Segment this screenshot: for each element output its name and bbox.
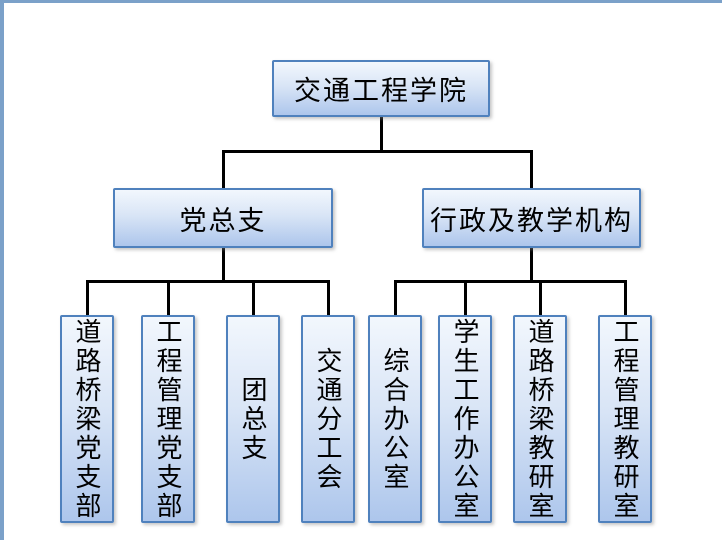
org-node-leaf-label: 工程管理党支部 — [153, 317, 183, 521]
org-node-leaf-youth-league: 团总支 — [226, 315, 280, 523]
connector-leaf4-drop — [393, 280, 397, 315]
org-node-branch-party-label: 党总支 — [179, 205, 267, 236]
org-node-branch-admin-label: 行政及教学机构 — [430, 205, 633, 236]
org-node-branch-admin: 行政及教学机构 — [422, 188, 641, 248]
connector-branch0-drop — [221, 150, 225, 188]
connector-leaf1-drop — [166, 280, 170, 315]
connector-leaf5-drop — [463, 280, 467, 315]
slide-border-top — [0, 0, 722, 3]
org-node-leaf-eng-mgmt-party: 工程管理党支部 — [141, 315, 195, 523]
org-node-leaf-student-affairs-office: 学生工作办公室 — [438, 315, 492, 523]
org-node-leaf-eng-mgmt-teaching: 工程管理教研室 — [598, 315, 652, 523]
org-node-root: 交通工程学院 — [272, 60, 490, 117]
org-node-leaf-traffic-union: 交通分工会 — [301, 315, 355, 523]
org-node-leaf-label: 学生工作办公室 — [450, 317, 480, 521]
org-node-leaf-label: 团总支 — [238, 375, 268, 463]
connector-branch0-stem — [221, 248, 225, 283]
connector-leaf7-drop — [623, 280, 627, 315]
connector-leaf6-drop — [538, 280, 542, 315]
connector-leaf0-drop — [85, 280, 89, 315]
org-node-leaf-road-bridge-teaching: 道路桥梁教研室 — [513, 315, 567, 523]
org-node-branch-party: 党总支 — [113, 188, 333, 248]
connector-right-bus — [393, 280, 627, 283]
org-node-leaf-label: 综合办公室 — [380, 346, 410, 492]
connector-leaf2-drop — [251, 280, 255, 315]
org-node-root-label: 交通工程学院 — [294, 76, 468, 106]
org-node-leaf-general-office: 综合办公室 — [368, 315, 422, 523]
org-node-leaf-label: 道路桥梁教研室 — [525, 317, 555, 521]
org-node-leaf-label: 工程管理教研室 — [610, 317, 640, 521]
slide-border-left — [0, 0, 4, 540]
org-node-leaf-label: 道路桥梁党支部 — [72, 317, 102, 521]
connector-left-bus — [85, 280, 330, 283]
connector-root-stem — [379, 117, 383, 153]
connector-branch1-drop — [530, 150, 533, 188]
connector-branch1-stem — [530, 248, 533, 283]
connector-leaf3-drop — [326, 280, 330, 315]
org-node-leaf-road-bridge-party: 道路桥梁党支部 — [60, 315, 114, 523]
connector-level1-bus — [221, 150, 533, 153]
org-node-leaf-label: 交通分工会 — [313, 346, 343, 492]
